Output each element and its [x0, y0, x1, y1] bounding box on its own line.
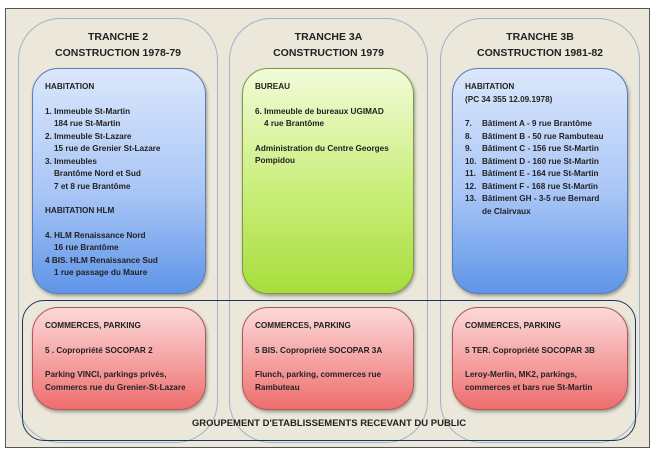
construction-label: CONSTRUCTION 1981-82: [476, 47, 604, 59]
construction-label: CONSTRUCTION 1978-79: [54, 47, 182, 59]
list-item: 5 . Copropriété SOCOPAR 2: [45, 345, 153, 355]
column-title: TRANCHE 3A CONSTRUCTION 1979: [230, 29, 427, 61]
address: de Clairvaux: [482, 206, 531, 216]
list-item: 1. Immeuble St-Martin: [45, 106, 131, 116]
address: 15 rue de Grenier St-Lazare: [54, 144, 161, 153]
box-heading: HABITATION HLM: [45, 206, 115, 215]
erp-group-label: GROUPEMENT D'ETABLISSEMENTS RECEVANT DU …: [191, 418, 467, 429]
list-item: 5 BIS. Copropriété SOCOPAR 3A: [255, 345, 383, 355]
description: Leroy-Merlin, MK2, parkings,: [465, 370, 577, 379]
box-heading: HABITATION: [45, 82, 95, 91]
description: Parking VINCI, parkings privés,: [45, 370, 167, 379]
address: 7 et 8 rue Brantôme: [54, 181, 131, 191]
admin-text: Pompidou: [255, 156, 296, 165]
tranche-label: TRANCHE 2: [87, 31, 149, 43]
address: 1 rue passage du Maure: [54, 268, 148, 277]
description: commerces et bars rue St-Martin: [465, 382, 593, 392]
list-item: 8.Bâtiment B - 50 rue Rambuteau: [465, 131, 604, 141]
column-tranche-3b: TRANCHE 3B CONSTRUCTION 1981-82: [440, 18, 640, 443]
column-tranche-3a: TRANCHE 3A CONSTRUCTION 1979: [229, 18, 428, 443]
list-item: 3. Immeubles: [45, 156, 97, 166]
list-item: 13.Bâtiment GH - 3-5 rue Bernard: [465, 194, 600, 203]
column-tranche-2: TRANCHE 2 CONSTRUCTION 1978-79: [18, 18, 218, 443]
list-item: 6. Immeuble de bureaux UGIMAD: [255, 106, 384, 116]
address: 16 rue Brantôme: [54, 243, 119, 252]
construction-label: CONSTRUCTION 1979: [273, 47, 384, 59]
address: Brantôme Nord et Sud: [54, 169, 141, 178]
column-title: TRANCHE 2 CONSTRUCTION 1978-79: [19, 29, 217, 61]
address: 4 rue Brantôme: [264, 119, 325, 128]
habitation-box-tranche-3b: HABITATION (PC 34 355 12.09.1978) 7.Bâti…: [452, 68, 628, 294]
list-item: 11.Bâtiment E - 164 rue St-Martin: [465, 169, 599, 178]
tranche-label: TRANCHE 3A: [294, 31, 363, 43]
list-item: 4. HLM Renaissance Nord: [45, 230, 146, 240]
list-item: 10.Bâtiment D - 160 rue St-Martin: [465, 156, 599, 166]
list-item: 4 BIS. HLM Renaissance Sud: [45, 255, 158, 265]
commerces-box-tranche-3b: COMMERCES, PARKING 5 TER. Copropriété SO…: [452, 307, 628, 410]
permit-text: (PC 34 355 12.09.1978): [465, 94, 553, 104]
box-heading: COMMERCES, PARKING: [45, 321, 141, 330]
erp-group-box: [22, 300, 636, 441]
list-item: 2. Immeuble St-Lazare: [45, 131, 132, 141]
box-heading: COMMERCES, PARKING: [465, 321, 561, 330]
address: 184 rue St-Martin: [54, 119, 121, 128]
admin-text: Administration du Centre Georges: [255, 143, 389, 153]
commerces-box-tranche-2: COMMERCES, PARKING 5 . Copropriété SOCOP…: [32, 307, 206, 410]
description: Rambuteau: [255, 382, 300, 392]
box-heading: COMMERCES, PARKING: [255, 321, 351, 330]
box-heading: BUREAU: [255, 82, 291, 91]
bureau-box-tranche-3a: BUREAU 6. Immeuble de bureaux UGIMAD 4 r…: [242, 68, 414, 294]
list-item: 7.Bâtiment A - 9 rue Brantôme: [465, 119, 592, 128]
list-item: 5 TER. Copropriété SOCOPAR 3B: [465, 345, 595, 355]
commerces-box-tranche-3a: COMMERCES, PARKING 5 BIS. Copropriété SO…: [242, 307, 414, 410]
box-heading: HABITATION: [465, 82, 515, 91]
list-item: 9.Bâtiment C - 156 rue St-Martin: [465, 144, 599, 153]
column-title: TRANCHE 3B CONSTRUCTION 1981-82: [441, 29, 639, 61]
habitation-box-tranche-2: HABITATION 1. Immeuble St-Martin 184 rue…: [32, 68, 206, 294]
list-item: 12.Bâtiment F - 168 rue St-Martin: [465, 181, 599, 191]
description: Commercs rue du Grenier-St-Lazare: [45, 382, 186, 392]
tranche-label: TRANCHE 3B: [506, 31, 574, 43]
description: Flunch, parking, commerces rue: [255, 370, 382, 379]
